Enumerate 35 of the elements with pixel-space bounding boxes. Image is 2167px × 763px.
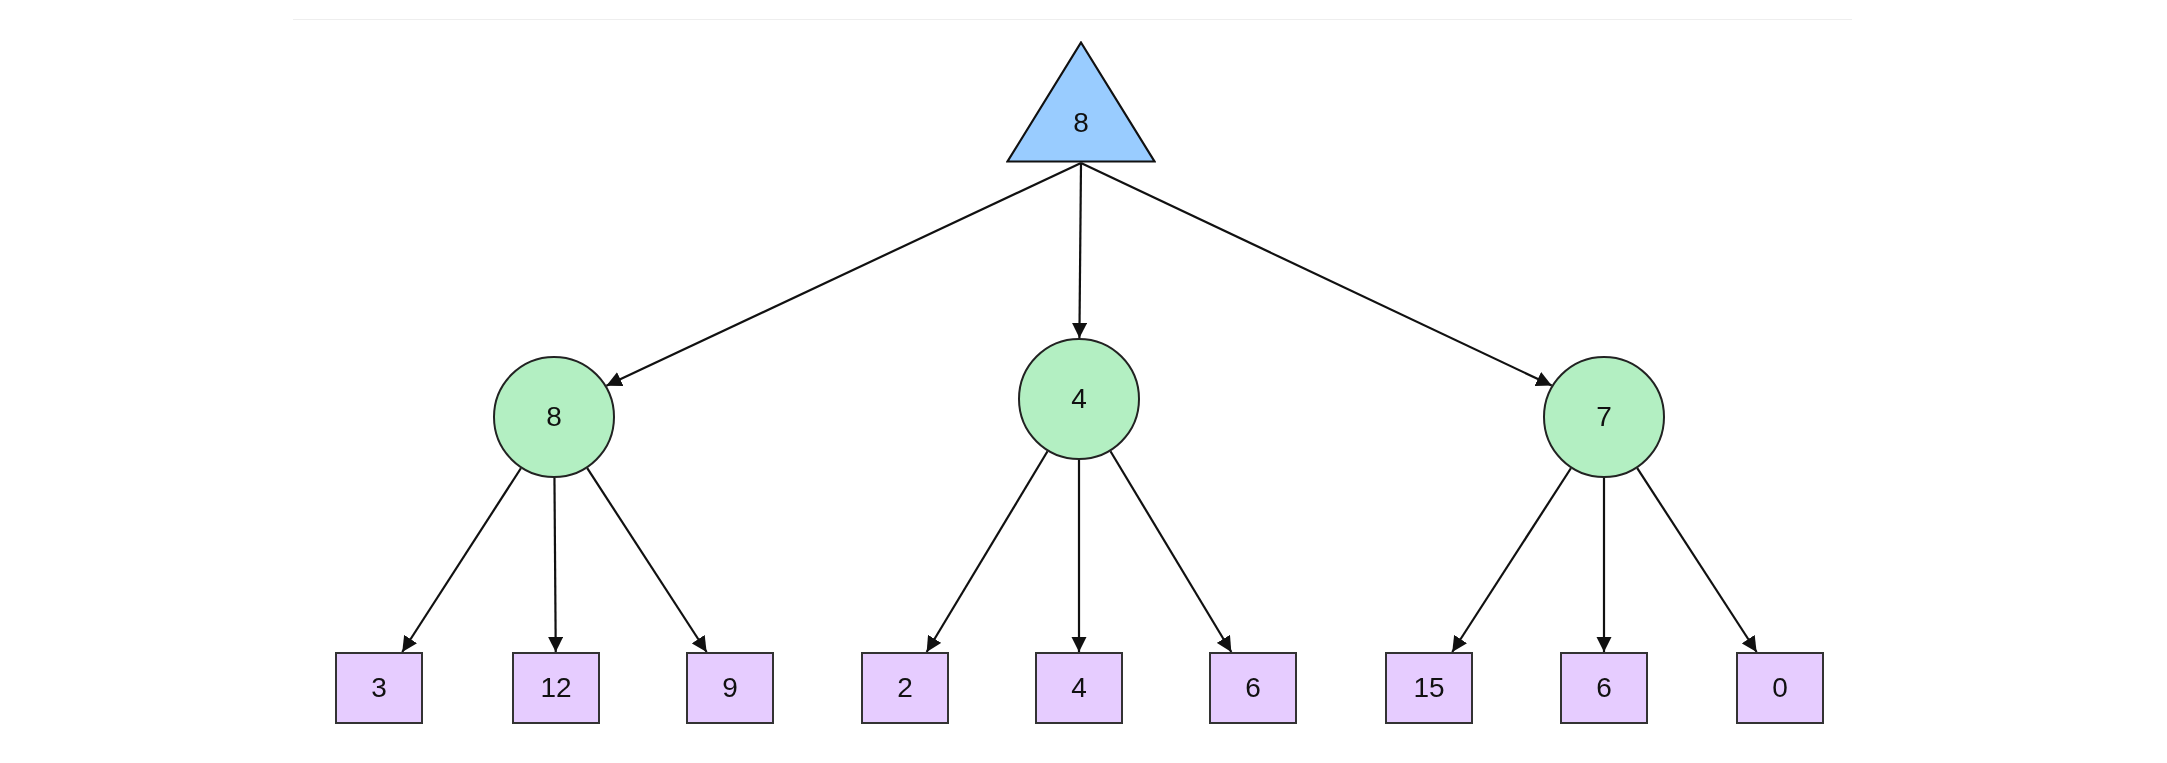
node-value: 4 [1071,385,1087,413]
node-value: 6 [1596,674,1612,702]
arrow [1109,450,1233,653]
arrow [1636,467,1758,653]
arrow [605,162,1082,387]
node-value: 2 [897,674,913,702]
arrow [1071,460,1087,652]
arrow [547,478,564,652]
arrow [1596,478,1612,652]
max-triangle [1006,41,1156,163]
arrow [401,467,522,653]
node-value: 15 [1413,674,1445,702]
arrow [1080,162,1553,387]
leaf-square [1385,652,1473,724]
node-value: 8 [546,403,562,431]
arrow [1451,467,1572,653]
leaf-square [1560,652,1648,724]
leaf-square [1736,652,1824,724]
leaf-square [1209,652,1297,724]
node-value: 7 [1596,403,1612,431]
node-value: 9 [722,674,738,702]
node-value: 3 [371,674,387,702]
arrow [925,450,1049,653]
leaf-square [861,652,949,724]
leaf-square [686,652,774,724]
arrow [1071,163,1088,338]
node-value: 0 [1772,674,1788,702]
leaf-square [1035,652,1123,724]
node-value: 4 [1071,674,1087,702]
node-value: 6 [1245,674,1261,702]
leaf-square [512,652,600,724]
leaf-square [335,652,423,724]
node-value: 12 [540,674,572,702]
arrow [586,467,708,653]
node-value: 8 [1073,109,1089,137]
